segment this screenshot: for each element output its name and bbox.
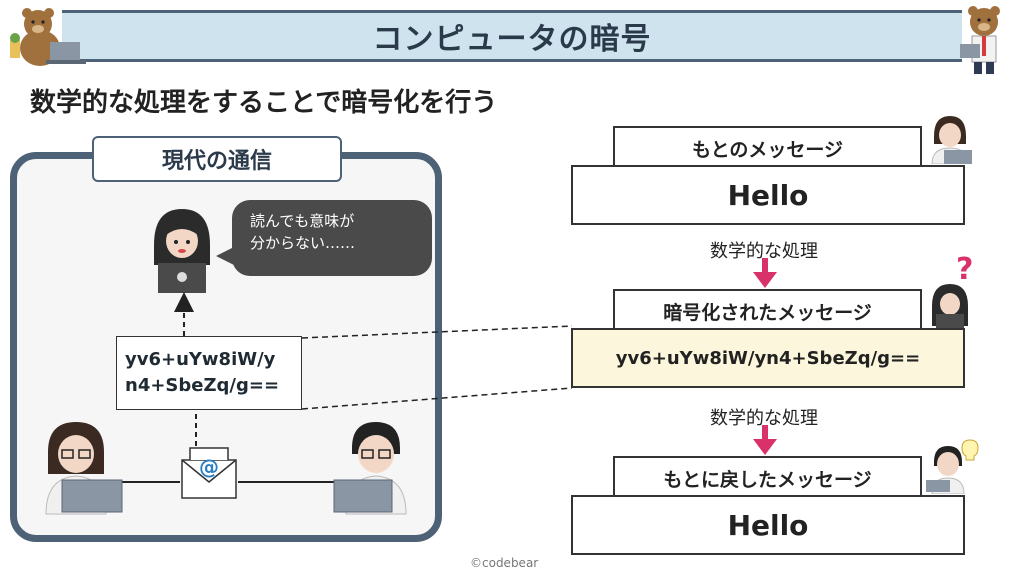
bear-with-laptop-illustration-right [960, 6, 1000, 74]
encrypted-message-label: 暗号化されたメッセージ [613, 289, 922, 333]
speech-bubble-line-2: 分からない…… [250, 234, 356, 252]
receiver-person-illustration [333, 422, 407, 515]
hacker-illustration [154, 209, 210, 293]
speech-bubble: 読んでも意味が 分からない…… [232, 200, 432, 276]
original-message-box: Hello [571, 165, 965, 225]
bear-with-laptop-illustration-left [10, 8, 86, 66]
envelope-icon: @ [181, 447, 237, 499]
restored-message-label: もとに戻したメッセージ [613, 456, 922, 500]
cipher-text-box: yv6+uYw8iW/y n4+SbeZq/g== [116, 336, 302, 410]
cipher-text-line-2: n4+SbeZq/g== [125, 375, 280, 396]
cipher-text-line-1: yv6+uYw8iW/y [125, 349, 276, 370]
speech-bubble-line-1: 読んでも意味が [250, 212, 355, 230]
at-sign: @ [199, 455, 219, 479]
original-message-label: もとのメッセージ [613, 126, 922, 170]
title-banner: コンピュータの暗号 [62, 10, 962, 62]
sender-person-illustration [45, 422, 123, 515]
process-label-2: 数学的な処理 [706, 404, 822, 430]
page-title: コンピュータの暗号 [372, 22, 652, 57]
sender-small-illustration [931, 116, 972, 164]
hacker-small-illustration [932, 284, 968, 328]
copyright: ©codebear [470, 556, 539, 570]
down-arrow-1 [753, 258, 777, 288]
down-arrow-2 [753, 425, 777, 455]
question-mark-icon: ? [956, 252, 974, 287]
speech-bubble-tail [216, 246, 236, 266]
subtitle: 数学的な処理をすることで暗号化を行う [30, 88, 498, 118]
restored-message-box: Hello [571, 495, 965, 555]
panel-label: 現代の通信 [92, 136, 342, 182]
encrypted-message-box: yv6+uYw8iW/yn4+SbeZq/g== [571, 328, 965, 388]
receiver-small-illustration [926, 439, 979, 494]
